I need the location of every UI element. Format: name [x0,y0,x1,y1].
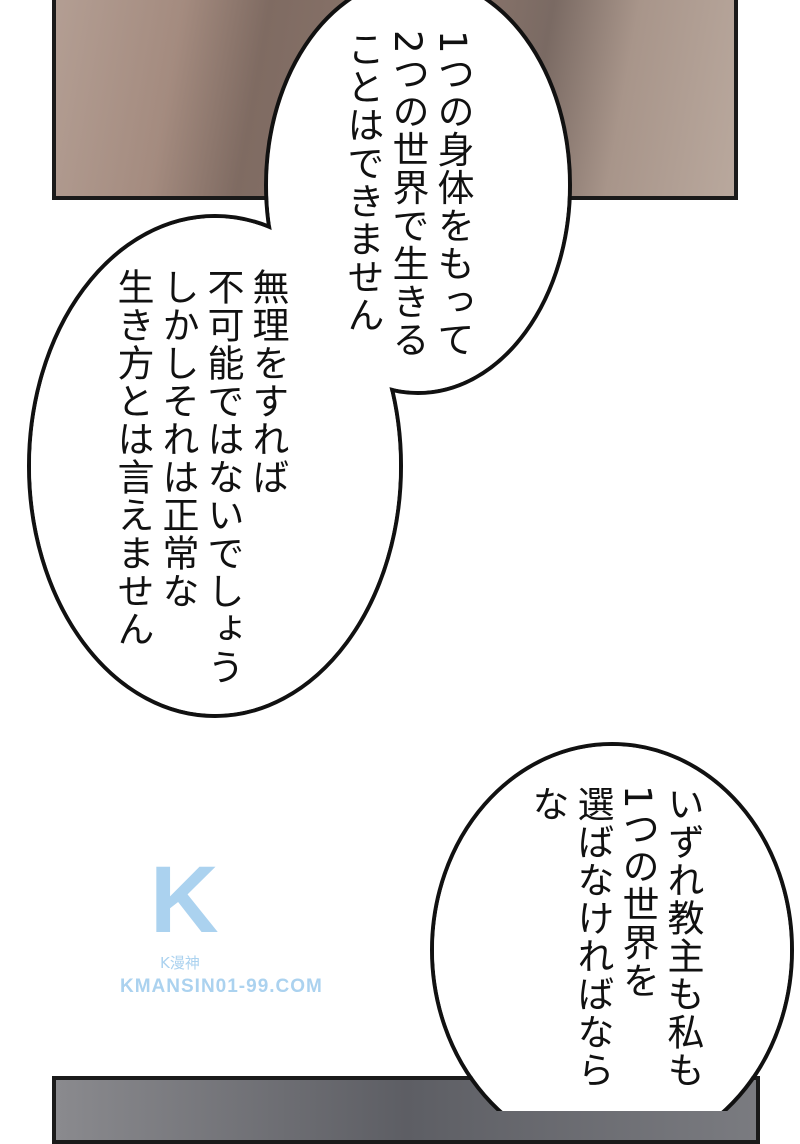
bubble-2-text: 無理をすれば 不可能ではないでしょう しかしそれは正常な 生き方とは言えません [110,268,290,686]
speech-bubbles [27,0,794,1111]
watermark-logo: K K漫神 KMANSIN01-99.COM [120,850,380,1000]
text-line: 無理をすれば [246,268,289,496]
text-line: いずれ教主も私も [661,785,704,1089]
text-line: 生き方とは言えません [111,268,154,648]
bubble-3-text: いずれ教主も私も 1つの世界を 選ばなければならな [525,785,705,1111]
text-line: 2つの世界で生きる [386,30,429,359]
text-line: ことはできません [341,30,384,334]
text-line: 不可能ではないでしょう [201,268,244,686]
speech-bubble-3 [434,746,790,1111]
text-line: 選ばなければならな [526,785,614,1089]
text-line: 1つの世界を [616,785,659,1000]
bubble-1-text: 1つの身体をもって 2つの世界で生きる ことはできません [340,30,475,359]
watermark-k: K [150,847,219,953]
speech-bubble-2 [31,218,399,714]
text-line: 1つの身体をもって [431,30,474,359]
watermark-brand: K漫神 [160,954,200,972]
watermark-url: KMANSIN01-99.COM [120,976,323,997]
text-line: しかしそれは正常な [156,268,199,610]
